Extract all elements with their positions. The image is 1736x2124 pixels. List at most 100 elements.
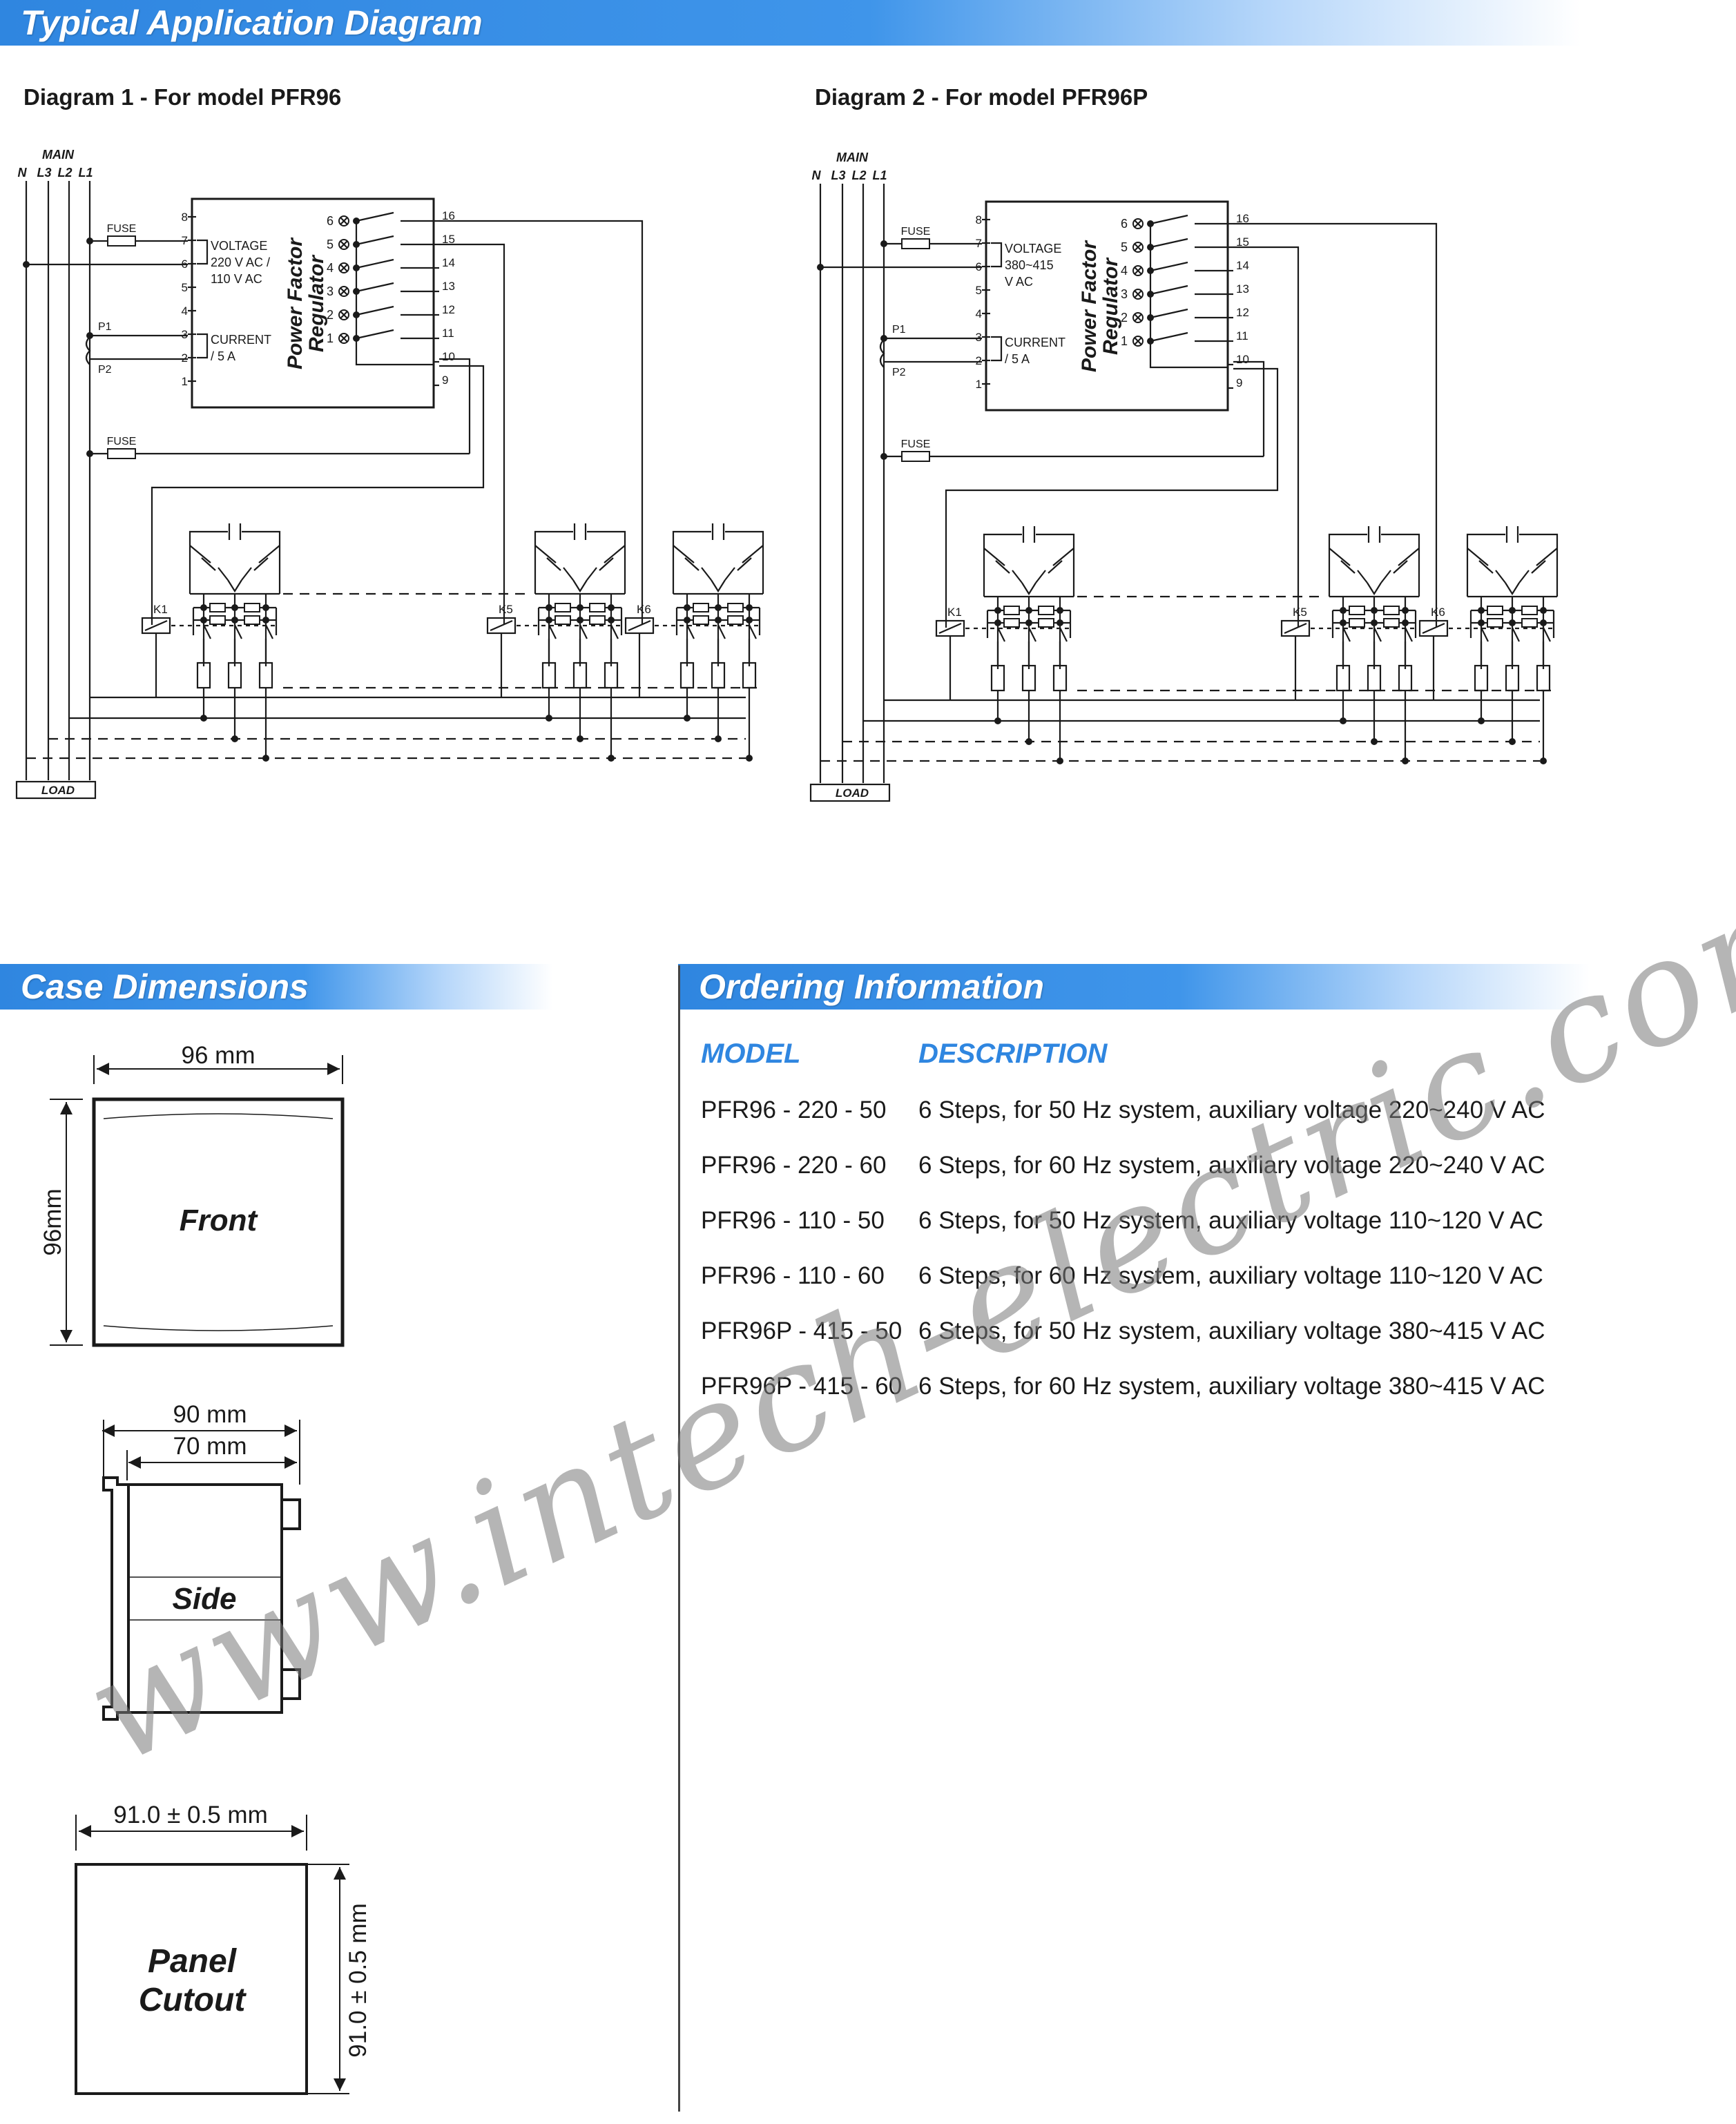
junction-dot bbox=[1509, 619, 1516, 626]
terminal-number: 2 bbox=[182, 351, 188, 365]
junction-dot bbox=[546, 617, 552, 624]
discharge-resistor bbox=[1383, 618, 1400, 628]
capacitor-lead bbox=[572, 579, 588, 593]
capacitor-lead bbox=[672, 530, 711, 546]
section-header-case-dimensions: Case Dimensions bbox=[0, 964, 552, 1010]
terminal-number: 13 bbox=[1236, 282, 1249, 296]
capacitor-fuse bbox=[711, 662, 726, 689]
section-divider bbox=[678, 965, 680, 2112]
junction-dot bbox=[1402, 757, 1409, 764]
step-indicator-icon bbox=[338, 309, 349, 320]
front-width-label: 96 mm bbox=[182, 1042, 255, 1069]
terminal-number: 3 bbox=[976, 331, 982, 344]
capacitor-fuse bbox=[1474, 664, 1489, 692]
contactor-coil bbox=[1422, 622, 1445, 635]
ordering-row-model: PFR96 - 110 - 60 bbox=[701, 1262, 885, 1289]
terminal-number: 11 bbox=[1236, 329, 1248, 342]
ordering-row-model: PFR96P - 415 - 60 bbox=[701, 1373, 903, 1400]
terminal-number: 8 bbox=[182, 211, 188, 224]
front-height-label: 96mm bbox=[39, 1188, 66, 1255]
voltage-label: V AC bbox=[1005, 275, 1033, 289]
capacitor-plate bbox=[241, 567, 252, 581]
step-number: 4 bbox=[327, 261, 334, 275]
capacitor-plate bbox=[1357, 570, 1368, 583]
terminal-bracket bbox=[991, 242, 1003, 268]
relay-contact bbox=[356, 235, 394, 246]
phase-label: N bbox=[812, 168, 822, 182]
voltage-label: VOLTAGE bbox=[1005, 242, 1061, 255]
wire bbox=[439, 243, 505, 625]
relay-contact bbox=[1150, 284, 1188, 296]
junction-dot bbox=[684, 715, 691, 722]
junction-dot bbox=[1509, 607, 1516, 614]
capacitor-lead bbox=[1466, 533, 1505, 548]
fuse-label: FUSE bbox=[901, 438, 931, 450]
regulator-box bbox=[985, 200, 1229, 412]
diagram-1-title: Diagram 1 - For model PFR96 bbox=[23, 84, 342, 110]
capacitor-plate bbox=[1478, 560, 1494, 574]
voltage-label: 110 V AC bbox=[211, 272, 262, 286]
contactor-contact bbox=[686, 624, 695, 639]
capacitor-lead bbox=[258, 545, 280, 563]
regulator-box bbox=[191, 197, 435, 409]
phase-label: L2 bbox=[57, 166, 72, 180]
junction-dot bbox=[1057, 607, 1063, 614]
regulator-title: Regulator bbox=[305, 254, 328, 352]
terminal-number: 2 bbox=[976, 354, 982, 367]
terminal-number: 16 bbox=[442, 209, 455, 222]
capacitor-plate bbox=[737, 557, 752, 571]
junction-dot bbox=[880, 335, 887, 342]
terminal-bracket bbox=[197, 333, 209, 359]
junction-dot bbox=[231, 604, 238, 611]
load-label: LOAD bbox=[41, 784, 75, 797]
terminal-bracket bbox=[197, 239, 209, 265]
capacitor-lead bbox=[1021, 582, 1036, 596]
capacitor-lead bbox=[711, 579, 726, 593]
discharge-resistor bbox=[1038, 618, 1054, 628]
terminal-number: 3 bbox=[182, 328, 188, 341]
contactor-label: K5 bbox=[499, 603, 513, 616]
capacitor-plate bbox=[1380, 570, 1391, 583]
capacitor-fuse bbox=[1021, 664, 1036, 692]
current-label: / 5 A bbox=[1005, 352, 1030, 366]
step-indicator-icon bbox=[1132, 336, 1144, 347]
junction-dot bbox=[746, 604, 753, 611]
step-number: 2 bbox=[327, 308, 334, 322]
main-label: MAIN bbox=[836, 151, 869, 164]
side-depth-total-label: 90 mm bbox=[173, 1401, 247, 1428]
junction-dot bbox=[880, 453, 887, 460]
ordering-column-model: MODEL bbox=[701, 1039, 801, 1069]
terminal-number: 10 bbox=[442, 350, 455, 363]
load-box bbox=[809, 783, 891, 802]
capacitor-fuse bbox=[1052, 664, 1068, 692]
junction-dot bbox=[546, 715, 552, 722]
junction-dot bbox=[1371, 607, 1378, 614]
step-indicator-icon bbox=[1134, 267, 1142, 275]
step-indicator-icon bbox=[338, 262, 349, 273]
capacitor-lead bbox=[1328, 533, 1367, 548]
contactor-contact bbox=[548, 624, 557, 639]
ct-p1-label: P1 bbox=[892, 324, 906, 336]
step-number: 3 bbox=[327, 284, 334, 298]
step-indicator-icon bbox=[340, 264, 348, 272]
current-label: / 5 A bbox=[211, 349, 235, 363]
terminal-number: 10 bbox=[1236, 353, 1249, 366]
capacitor-plate bbox=[1393, 560, 1408, 574]
capacitor-lead bbox=[534, 530, 573, 546]
capacitor-lead bbox=[1467, 548, 1489, 566]
junction-dot bbox=[1509, 738, 1516, 745]
junction-dot bbox=[1478, 619, 1485, 626]
phase-label: N bbox=[18, 166, 28, 180]
capacitor-lead bbox=[1036, 533, 1075, 548]
capacitor-plate bbox=[1340, 560, 1356, 574]
terminal-bracket bbox=[991, 336, 1003, 362]
step-indicator-icon bbox=[1132, 289, 1144, 300]
capacitor-fuse bbox=[742, 662, 757, 689]
relay-common bbox=[355, 359, 434, 366]
contactor-label: K1 bbox=[153, 603, 168, 616]
step-indicator-icon bbox=[338, 333, 349, 344]
front-bezel-bottom bbox=[103, 1325, 334, 1331]
current-label: CURRENT bbox=[211, 333, 271, 347]
contactor-label: K1 bbox=[947, 606, 962, 619]
capacitor-plate bbox=[1531, 560, 1546, 574]
